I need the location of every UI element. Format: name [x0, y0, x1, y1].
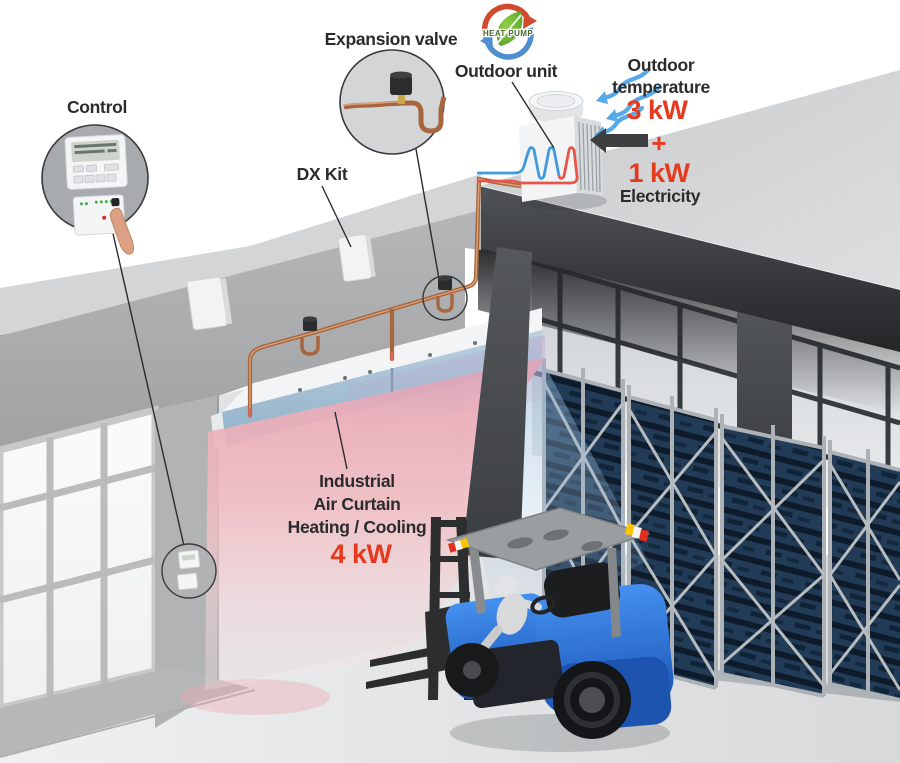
- air-intake-arrows-icon: [594, 66, 662, 138]
- forklift: [366, 507, 674, 752]
- electricity-value: 1 kW: [628, 158, 690, 188]
- dx-kit-label: DX Kit: [297, 164, 348, 184]
- air-curtain-value: 4 kW: [330, 539, 392, 569]
- leader-expansion-valve: [415, 148, 440, 280]
- steering-wheel: [530, 595, 556, 615]
- control-location-callout: [161, 543, 217, 599]
- rack-bay: [720, 414, 826, 698]
- structural-column-corner: [462, 247, 532, 560]
- control-label: Control: [67, 97, 127, 117]
- electricity-label: Electricity: [620, 186, 701, 206]
- air-curtain-line2: Air Curtain: [313, 494, 400, 514]
- refrigerant-piping: [186, 176, 537, 418]
- air-curtain-line3: Heating / Cooling: [288, 517, 427, 537]
- control-box: [72, 194, 126, 236]
- outdoor-temp-line1: Outdoor: [628, 55, 695, 75]
- leader-dx-kit: [321, 185, 352, 248]
- wall-windows: [0, 405, 159, 712]
- expansion-valve-wall: [300, 316, 320, 356]
- wall-controller: [64, 134, 128, 190]
- valve-location-callout: [422, 275, 468, 321]
- outdoor-temperature-annotation: Outdoor temperature 3 kW + 1 kW Electric…: [612, 55, 711, 206]
- air-curtain-annotation: Industrial Air Curtain Heating / Cooling…: [288, 471, 427, 569]
- safety-stripe-decals: [448, 523, 649, 553]
- building-roof: [478, 70, 900, 352]
- outdoor-unit: [477, 91, 607, 210]
- wall-base: [0, 667, 250, 757]
- input-arrow-icon: [590, 128, 648, 153]
- blue-cycle-arrow-icon: [484, 27, 534, 60]
- rack-bay: [828, 440, 900, 702]
- forklift-overhead-guard: [445, 507, 651, 638]
- outdoor-temp-line2: temperature: [612, 77, 710, 97]
- heat-pump-logo: HEAT PUMP: [480, 3, 537, 60]
- leader-air-curtain: [334, 411, 348, 470]
- leader-outdoor-unit: [511, 81, 555, 149]
- forklift-seat: [543, 562, 621, 618]
- wall-fascia-band: [0, 174, 481, 336]
- heat-pump-logo-text: HEAT PUMP: [483, 29, 533, 38]
- leader-control: [111, 228, 185, 547]
- air-curtain-line1: Industrial: [319, 471, 395, 491]
- dx-kit-box-2: [337, 234, 376, 282]
- annotation-layer: HEAT PUMP Control Expansion valve DX Kit…: [41, 3, 711, 599]
- structural-column-rear: [737, 288, 792, 475]
- dx-kit-box-1: [186, 276, 233, 331]
- control-callout: [41, 124, 149, 255]
- roof-soffit-shadow: [478, 246, 900, 414]
- red-cycle-arrow-icon: [481, 3, 532, 45]
- expansion-valve-label: Expansion valve: [325, 29, 458, 49]
- pressing-finger: [109, 207, 135, 255]
- plus-sign: +: [651, 128, 666, 158]
- expansion-valve-callout: [339, 49, 447, 155]
- outdoor-temp-value: 3 kW: [626, 95, 688, 125]
- outdoor-unit-label: Outdoor unit: [455, 61, 558, 81]
- refrigerant-coil: [477, 146, 579, 185]
